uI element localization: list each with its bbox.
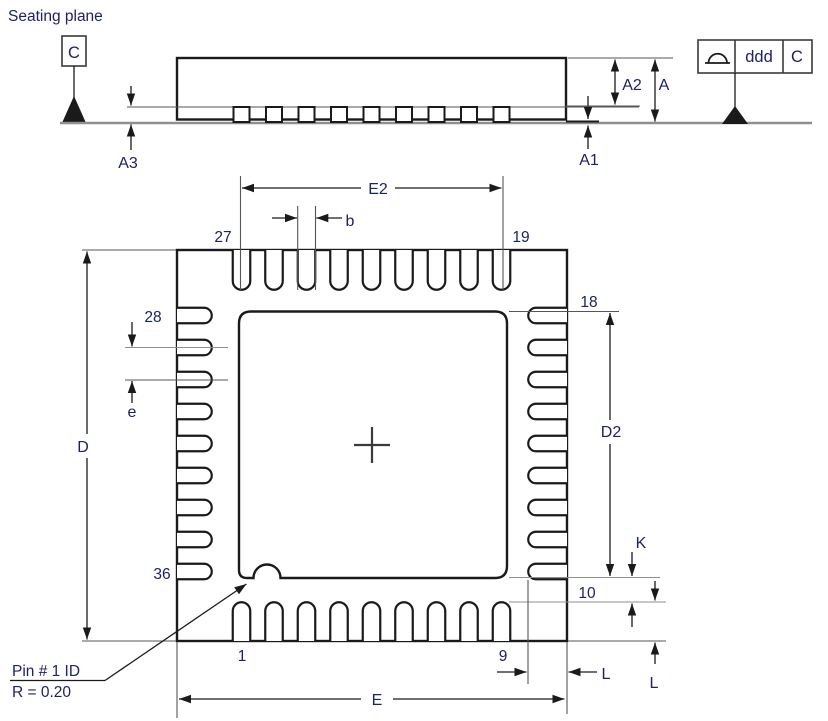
dim-e-pitch-label: e	[128, 404, 137, 421]
pin-19-label: 19	[512, 229, 529, 246]
seating-plane-label: Seating plane	[8, 8, 103, 25]
dim-l-bottom: L	[497, 580, 611, 714]
fcf-tolerance-label: ddd	[745, 48, 773, 66]
dim-a3-label: A3	[118, 155, 138, 172]
dim-d2: D2	[509, 310, 660, 579]
pin1-note-line1: Pin # 1 ID	[12, 663, 80, 680]
dim-e2: E2	[239, 176, 504, 290]
pin1-id-note: Pin # 1 ID R = 0.20	[10, 583, 247, 701]
dim-d: D	[77, 249, 176, 642]
dim-d-label: D	[77, 439, 89, 456]
dim-a: A	[650, 59, 670, 122]
pin-18-label: 18	[580, 294, 597, 311]
dim-l-right: L	[568, 581, 666, 692]
pin-36-label: 36	[153, 566, 170, 583]
datum-c-triangle-icon	[62, 96, 86, 123]
dim-k: K	[509, 535, 666, 627]
dim-e2-label: E2	[368, 181, 388, 198]
pin-slots-bottom	[231, 601, 512, 643]
pin-27-label: 27	[214, 229, 231, 246]
dim-a1: A1	[579, 96, 599, 169]
dim-a-label: A	[659, 77, 670, 94]
pin-9-label: 9	[499, 648, 508, 665]
dim-a3: A3	[118, 86, 138, 172]
pin-slots-top	[231, 248, 512, 291]
dim-k-label: K	[636, 535, 647, 552]
fcf-triangle-icon	[722, 106, 748, 124]
pin-28-label: 28	[144, 309, 161, 326]
pin-number-labels: 27 19 28 18 36 1 9 10	[144, 229, 597, 665]
side-view-leads	[232, 106, 511, 123]
pin-10-label: 10	[578, 585, 596, 602]
dim-b-label: b	[346, 213, 355, 230]
dim-e-pitch: e	[125, 322, 228, 421]
dim-a2: A2	[566, 57, 673, 107]
profile-of-surface-icon	[705, 52, 730, 64]
pin1-note-line2: R = 0.20	[12, 684, 71, 701]
center-cross-icon	[354, 427, 390, 463]
datum-c-symbol: C	[61, 35, 87, 123]
fcf-datum-label: C	[791, 48, 803, 66]
dim-a1-label: A1	[579, 152, 599, 169]
pin-1-label: 1	[238, 648, 247, 665]
dim-l-bottom-label: L	[602, 666, 611, 683]
dim-l-right-label: L	[650, 675, 659, 692]
dim-d2-label: D2	[601, 424, 622, 441]
pin-slots-left	[175, 306, 213, 581]
pin-slots-right	[527, 306, 569, 581]
side-view: Seating plane C	[8, 8, 813, 172]
dim-b: b	[272, 206, 355, 290]
bottom-view: E2 b e D	[10, 176, 666, 718]
dim-e-body-label: E	[372, 692, 383, 709]
pin1-leader-arrow	[104, 583, 247, 682]
dim-e-body: E	[176, 642, 565, 718]
dim-a2-label: A2	[622, 77, 642, 94]
feature-control-frame: ddd C	[697, 39, 813, 124]
datum-c-label: C	[68, 44, 80, 62]
